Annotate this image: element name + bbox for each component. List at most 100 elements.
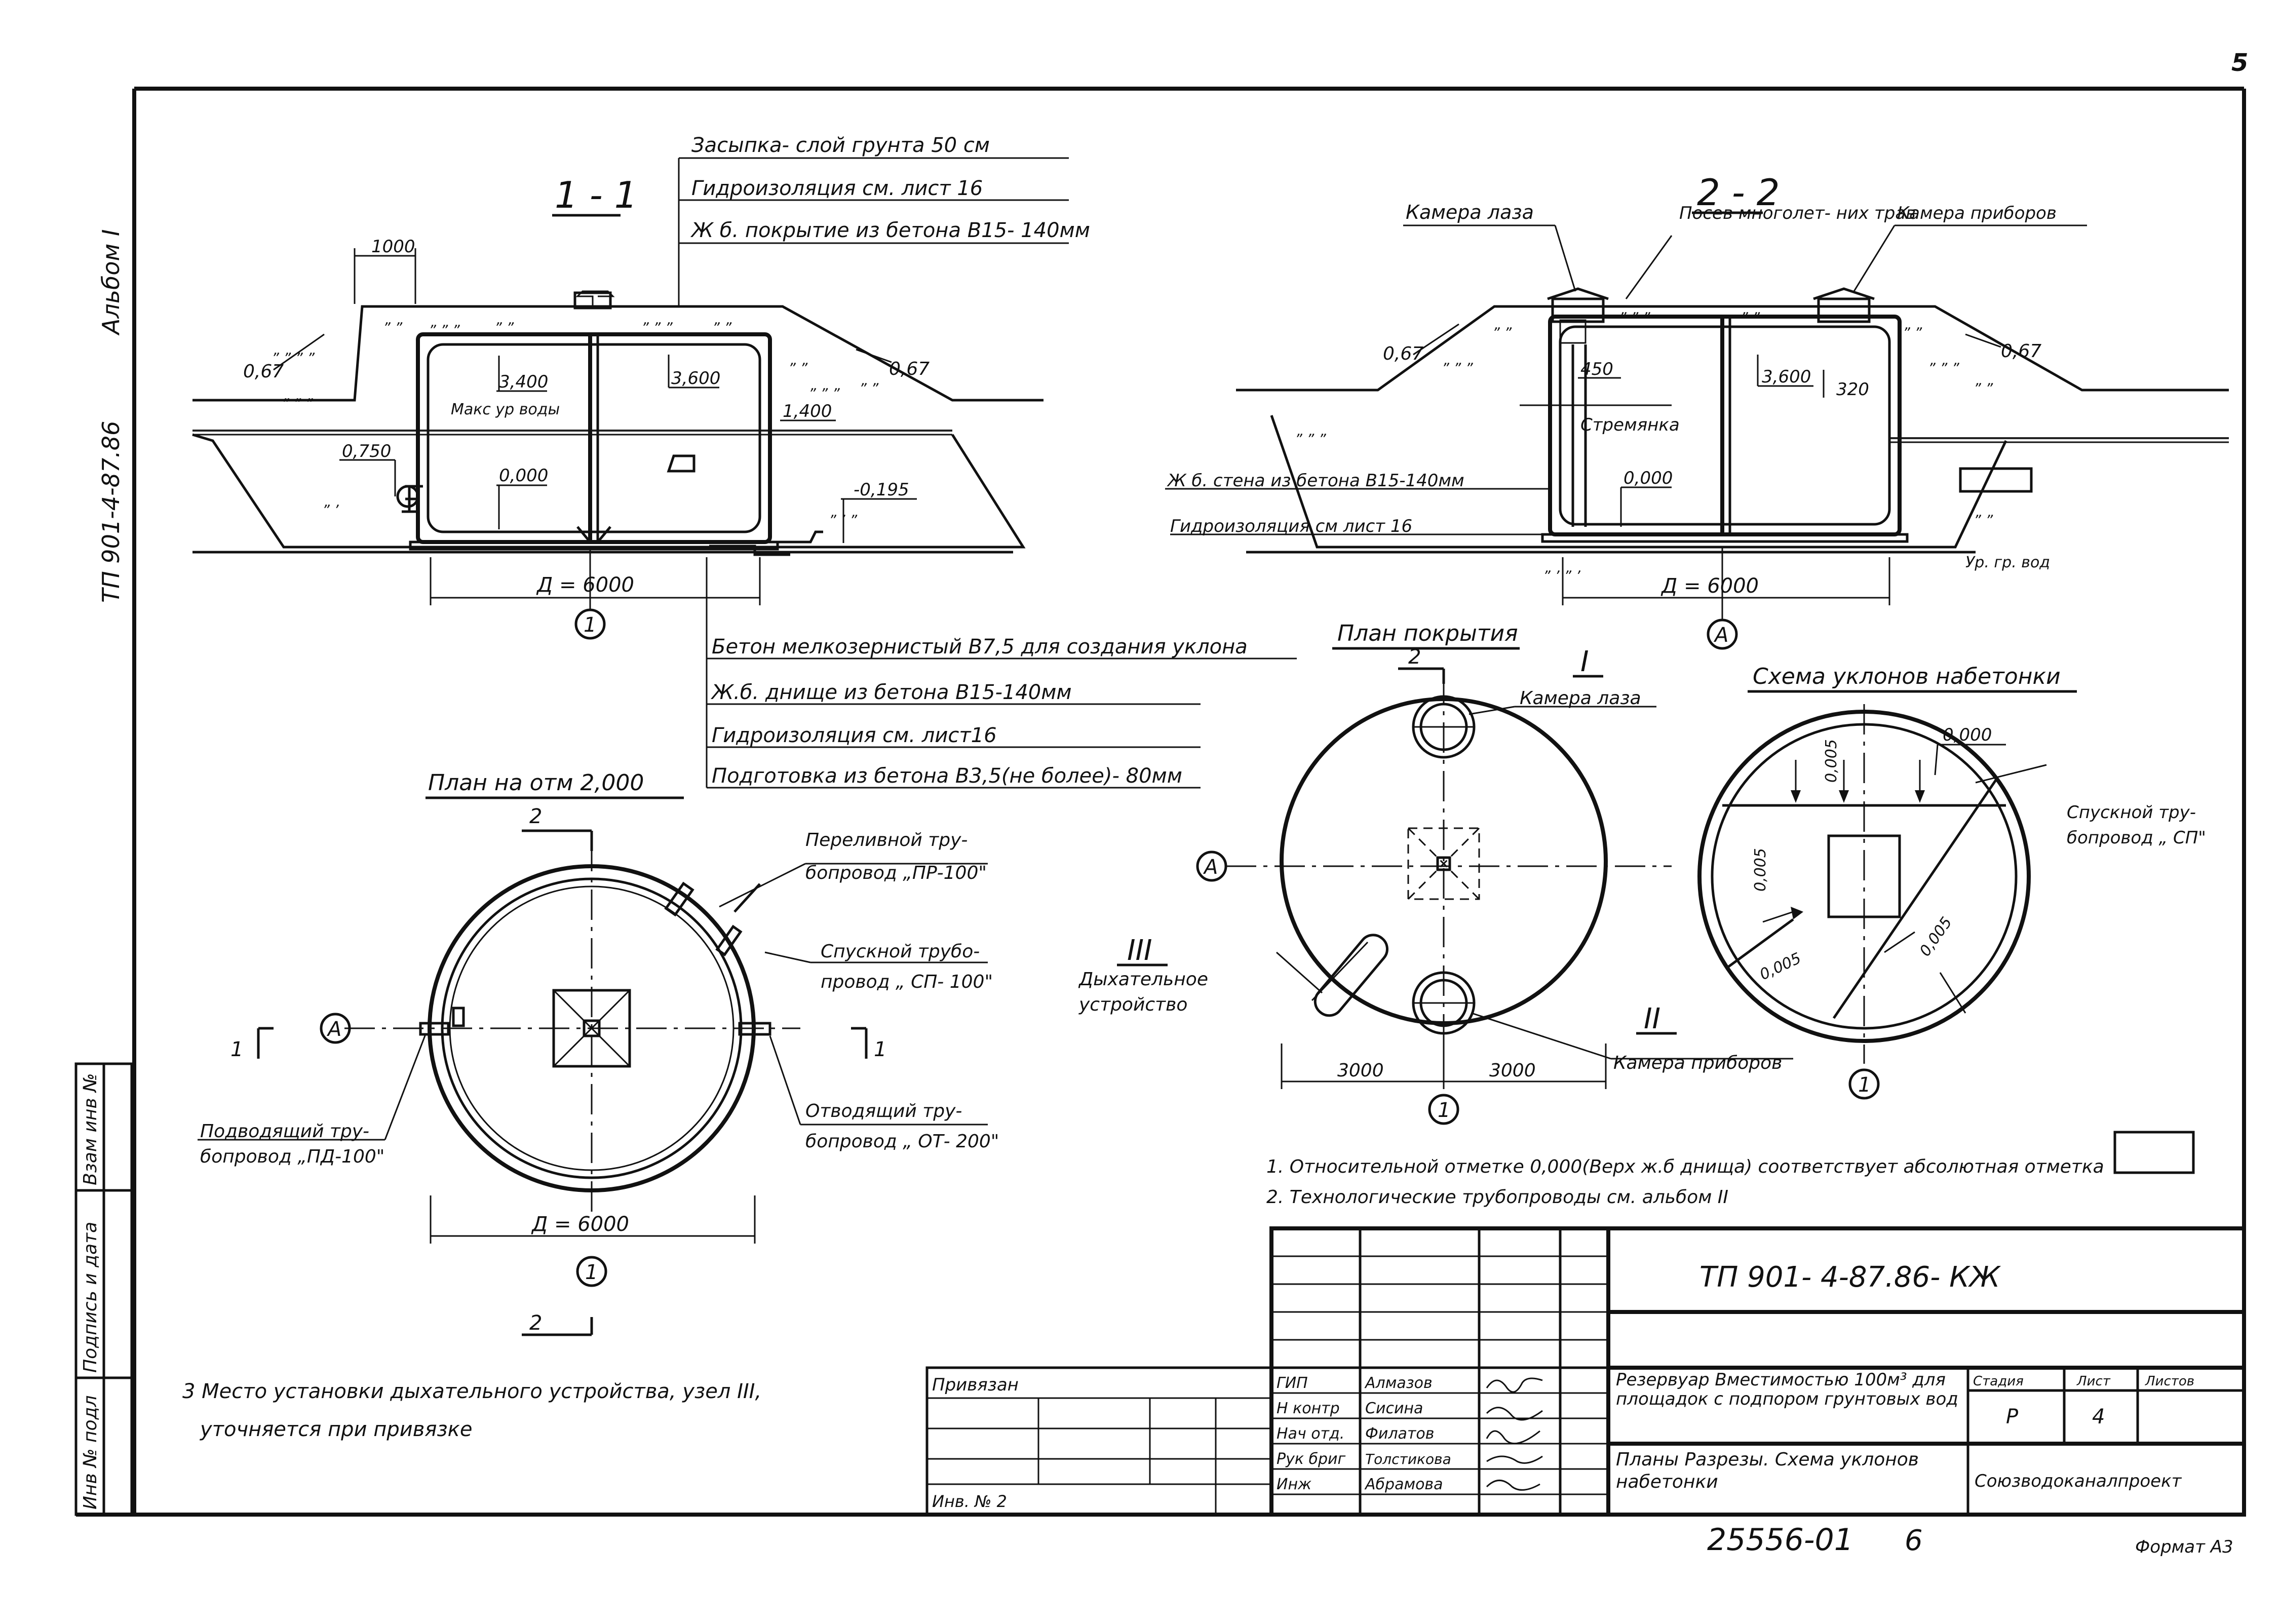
paper-format: Формат А3 (2135, 1537, 2233, 1557)
svg-text:„ „ „: „ „ „ (431, 314, 461, 330)
svg-text:„ „: „ „ (1976, 372, 1995, 389)
svg-text:„ ‚: „ ‚ (324, 493, 340, 510)
plan-2000: План на отм 2,000 2 2 1 1 (198, 770, 988, 1336)
level-3600-2-2: 3,600 (1762, 367, 1811, 387)
svg-text:„ „: „ „ (714, 311, 733, 328)
slope-value-2: 0,005 (1752, 848, 1769, 892)
axis-a-2-2-marker: А (1713, 624, 1728, 647)
level-minus-0195: -0,195 (854, 480, 909, 500)
plan-2000-cut-left: 1 (230, 1038, 243, 1061)
title-stage-header: Стадия (1973, 1374, 2024, 1389)
svg-text:„ „ „: „ „ „ (1621, 301, 1652, 318)
section-1-1: 1 - 1 „ „ „ „ „ „ „ „ „ „ „ „ (192, 157, 1069, 640)
cover-plan: План покрытия 2 А 3000 3000 1 (1117, 621, 1793, 1125)
slope-left-2-2: 0,67 (1383, 343, 1423, 364)
svg-text:„ „: „ „ (1976, 504, 1995, 520)
level-450: 450 (1580, 359, 1613, 379)
inlet-pipe-line2: бопровод „ПД-100" (200, 1146, 384, 1167)
slope-value-3: 0,005 (1757, 949, 1804, 984)
callout-bottom-waterproof: Гидроизоляция см. лист16 (712, 724, 997, 747)
svg-text:„ „: „ „ (385, 311, 404, 328)
title-object: Резервуар Вместимостью 100м³ для площадо… (1616, 1370, 1958, 1409)
overflow-pipe-line2: бопровод „ПР-100" (805, 863, 987, 883)
title-sheet-title: Планы Разрезы. Схема уклонов набетонки (1616, 1449, 1919, 1492)
abs-level-box (2113, 1131, 2195, 1174)
title-sheet-header: Лист (2076, 1374, 2111, 1389)
cover-manhole-label: Камера лаза (1520, 688, 1641, 709)
cover-plan-axis-1: 1 (1438, 1099, 1450, 1122)
cover-plan-axis-a: А (1203, 856, 1218, 879)
node-1: I (1580, 645, 1589, 678)
plan-2000-cut-right: 1 (874, 1038, 886, 1061)
level-3400: 3,400 (499, 372, 548, 392)
slope-value-4: 0,005 (1916, 914, 1956, 959)
cover-plan-mark: 2 (1408, 645, 1421, 669)
svg-text:„ „: „ „ (1494, 316, 1514, 333)
margin-stamp (74, 1062, 133, 1516)
node-2: II (1644, 1002, 1660, 1035)
wall-note-label: Ж б. стена из бетона В15-140мм (1167, 471, 1464, 491)
slope-scheme-title: Схема уклонов набетонки (1753, 664, 2061, 689)
title-code: ТП 901- 4-87.86- КЖ (1699, 1261, 2001, 1294)
dim-1000: 1000 (371, 237, 415, 257)
title-privyazan: Привязан (932, 1375, 1019, 1395)
svg-text:„ „ „: „ „ „ (643, 311, 674, 328)
archive-sheet: 6 (1905, 1524, 1923, 1557)
level-0000: 0,000 (499, 466, 548, 486)
album-label: Альбом I (97, 229, 125, 336)
cover-dim-right: 3000 (1489, 1060, 1536, 1081)
level-320: 320 (1836, 379, 1869, 400)
slope-scheme: Схема уклонов набетонки 0,005 0,005 0,00… (1697, 664, 2077, 1100)
note-3-line1: 3 Место установки дыхательного устройств… (182, 1380, 761, 1403)
name-abramova: Абрамова (1364, 1476, 1443, 1493)
inlet-pipe-line1: Подводящий тру- (200, 1121, 369, 1142)
svg-text:„ „: „ „ (1905, 316, 1924, 333)
ladder-label: Стремянка (1580, 415, 1680, 435)
margin-inv-orig: Инв № подл (80, 1396, 101, 1510)
slope-left-1-1: 0,67 (243, 361, 284, 382)
title-sheets-header: Листов (2145, 1374, 2194, 1389)
grass-sowing-label: Посев многолет- них трав (1679, 203, 1916, 223)
instrument-chamber-label: Камера приборов (1897, 203, 2057, 223)
role-nach-otd: Нач отд. (1277, 1425, 1344, 1443)
note-3-line2: уточняется при привязке (200, 1418, 472, 1441)
callout-bottom-slab: Ж.б. днище из бетона В15-140мм (710, 681, 1072, 704)
svg-text:„ „ „: „ „ „ (810, 377, 841, 394)
breather-line1: Дыхательное (1078, 969, 1208, 990)
cover-dim-left: 3000 (1337, 1060, 1384, 1081)
callout-waterproof: Гидроизоляция см. лист 16 (691, 177, 983, 200)
overflow-pipe-line1: Переливной тру- (805, 830, 968, 850)
axis-1-1-marker: 1 (584, 613, 596, 637)
groundwater-label: Ур. гр. вод (1965, 554, 2050, 571)
callout-cover: Ж б. покрытие из бетона В15- 140мм (690, 219, 1090, 242)
soil-hatch-2-2: „ „ „ „ „ „ „ „ „ „ „ „ „ „ „ „ „ „ „ „ … (1297, 301, 1995, 576)
name-sisina: Сисина (1365, 1400, 1423, 1417)
title-org: Союзводоканалпроект (1975, 1471, 2182, 1491)
svg-text:„ ‚ „: „ ‚ „ (831, 504, 859, 520)
svg-text:„ „: „ „ (1743, 301, 1762, 318)
slope-value-1: 0,005 (1823, 739, 1840, 783)
breather-line2: устройство (1078, 994, 1187, 1015)
cover-plan-title: План покрытия (1337, 621, 1518, 646)
note-2: 2. Технологические трубопроводы см. альб… (1266, 1187, 1728, 1208)
name-almazov: Алмазов (1364, 1374, 1433, 1392)
project-code-vertical: ТП 901-4-87.86 (97, 421, 125, 603)
plan-2000-axis-a: А (326, 1018, 341, 1041)
svg-text:„ ‚ „ ‚: „ ‚ „ ‚ (1545, 559, 1582, 576)
level-0000-2-2: 0,000 (1624, 468, 1673, 488)
plan-2000-title: План на отм 2,000 (428, 770, 644, 796)
note-1: 1. Относительной отметке 0,000(Верх ж.б … (1266, 1156, 2104, 1177)
svg-text:„ „ „: „ „ „ (1930, 352, 1961, 368)
archive-number: 25556-01 (1707, 1522, 1853, 1558)
outlet-pipe-line1: Отводящий тру- (805, 1101, 962, 1122)
callout-preparation: Подготовка из бетона В3,5(не более)- 80м… (712, 764, 1182, 788)
slope-drain-line2: бопровод „ СП" (2067, 828, 2206, 848)
drain-pipe-line1: Спускной трубо- (821, 941, 980, 962)
drain-pipe-line2: провод „ СП- 100" (821, 972, 993, 992)
name-tolstikova: Толстикова (1365, 1451, 1451, 1467)
sheet-number: 5 (2231, 49, 2248, 77)
slope-right-2-2: 0,67 (2001, 341, 2041, 362)
diameter-2-2: Д = 6000 (1660, 574, 1759, 598)
